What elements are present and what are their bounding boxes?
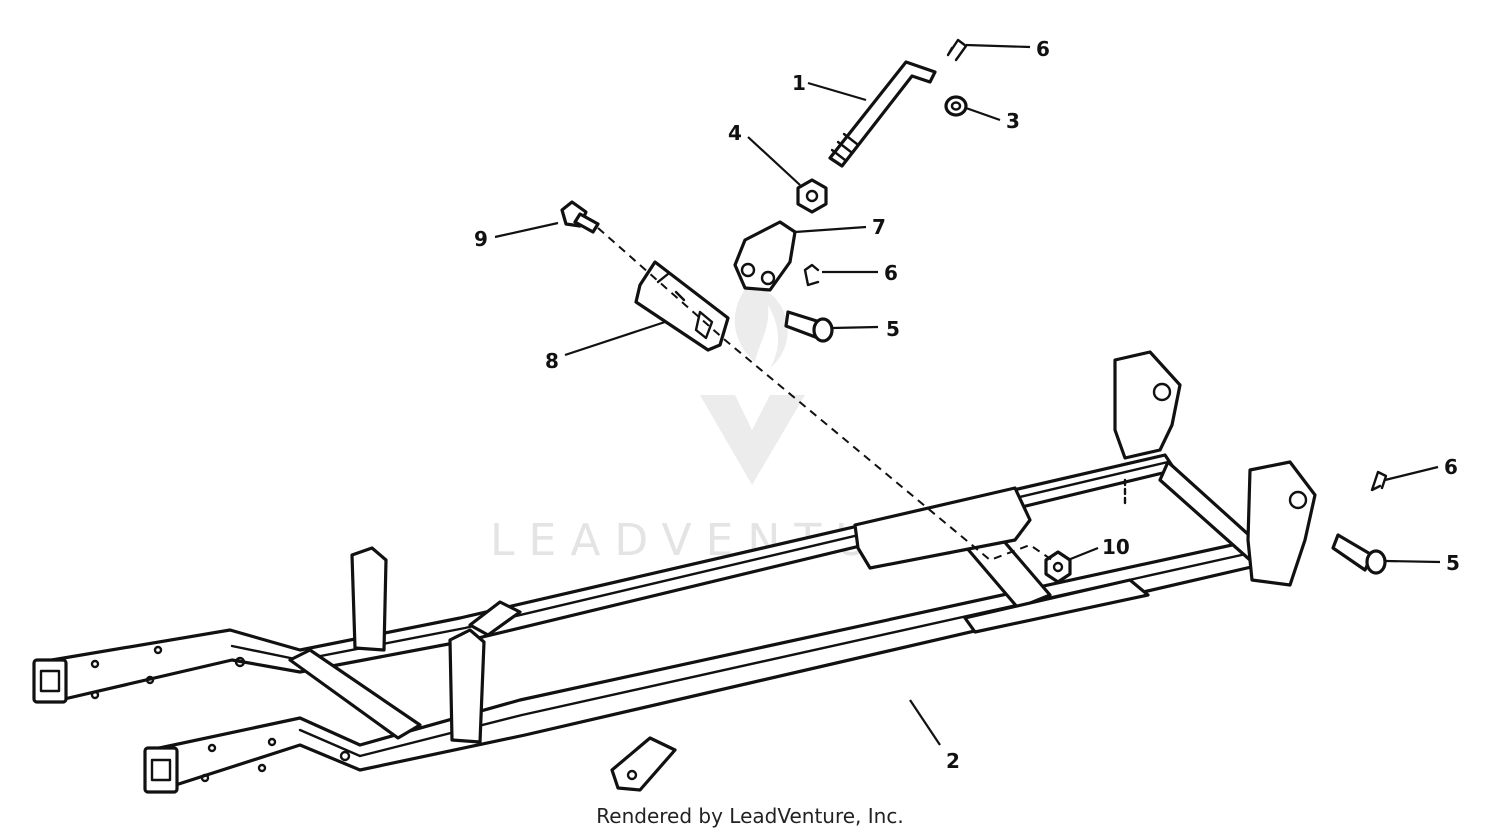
hex-nut-hole (805, 189, 819, 203)
frame-clevis-bracket-upper (1113, 350, 1182, 460)
frame-part (32, 350, 1317, 794)
nut-10-part (1044, 550, 1072, 584)
callouts: 1 2 3 4 5 5 6 6 6 7 8 9 10 (474, 37, 1460, 773)
callout-7: 7 (872, 215, 886, 239)
frame-tube-end-right (143, 746, 179, 794)
watermark-v-icon (700, 395, 805, 485)
hairpin-clip-icon (1370, 470, 1388, 492)
frame-rear-tab (468, 600, 522, 637)
footer-credit: Rendered by LeadVenture, Inc. (596, 804, 904, 828)
clevis-yoke-part (733, 220, 797, 292)
nut-10-hole (1052, 561, 1064, 573)
bolt-shank (573, 212, 600, 234)
callout-6-right: 6 (1444, 455, 1458, 479)
bracket-plate (634, 260, 730, 352)
frame-clevis-lower-hole (1288, 490, 1308, 510)
frame-lower-tab-hole (626, 769, 638, 781)
l-rod (828, 60, 937, 168)
callout-4: 4 (728, 121, 742, 145)
callout-6-middle: 6 (884, 261, 898, 285)
washer-part (944, 95, 968, 117)
bracket-plate-slot (656, 272, 714, 340)
washer-hole (950, 101, 962, 111)
hairpin-clip-icon (946, 38, 968, 62)
frame-front-plate (963, 578, 1150, 634)
watermark-flame-icon (734, 285, 788, 368)
clevis-pin-head (1365, 549, 1387, 575)
l-rod-thread (830, 132, 859, 162)
callout-10: 10 (1102, 535, 1130, 559)
clevis-pin-head (812, 317, 834, 343)
callout-1: 1 (792, 71, 806, 95)
clevis-pin (1331, 533, 1374, 572)
clevis-yoke (733, 220, 797, 292)
clevis-pin-part (784, 310, 834, 343)
frame-tube-end-left (32, 658, 68, 704)
frame-tube-hole-right (150, 758, 172, 782)
assembly-dashed-line (597, 227, 1053, 562)
clevis-yoke-hole-1 (740, 262, 756, 278)
frame-clevis-bracket-lower (1246, 460, 1317, 587)
frame-rear-crossbrace (288, 648, 422, 740)
callout-8: 8 (545, 349, 559, 373)
callout-5-right: 5 (1446, 551, 1460, 575)
frame-front-crossmember (1158, 460, 1262, 562)
frame-tube-hole-left (39, 669, 61, 693)
hairpin-clip-icon (803, 263, 820, 287)
callout-3: 3 (1006, 109, 1020, 133)
frame-upright-left (350, 546, 388, 652)
clevis-pin-part (1331, 533, 1387, 575)
leader-lines (494, 43, 1441, 746)
callout-5-middle: 5 (886, 317, 900, 341)
frame-holes (90, 645, 351, 783)
frame-upright-center (448, 628, 486, 744)
frame-front-rail-edge (298, 550, 1257, 758)
washer (944, 95, 968, 117)
frame-lower-tab (610, 736, 677, 792)
callout-9: 9 (474, 227, 488, 251)
callout-6-top: 6 (1036, 37, 1050, 61)
clevis-yoke-hole-2 (760, 270, 776, 286)
nut-10 (1044, 550, 1072, 584)
hex-nut-part (796, 178, 828, 214)
hex-nut (796, 178, 828, 214)
bracket-plate-part (634, 260, 730, 352)
frame-clevis-upper-hole (1152, 382, 1172, 402)
frame-saddle-plate (853, 486, 1032, 570)
callout-2: 2 (946, 749, 960, 773)
bolt-part (560, 200, 600, 234)
l-rod-part (828, 60, 937, 168)
